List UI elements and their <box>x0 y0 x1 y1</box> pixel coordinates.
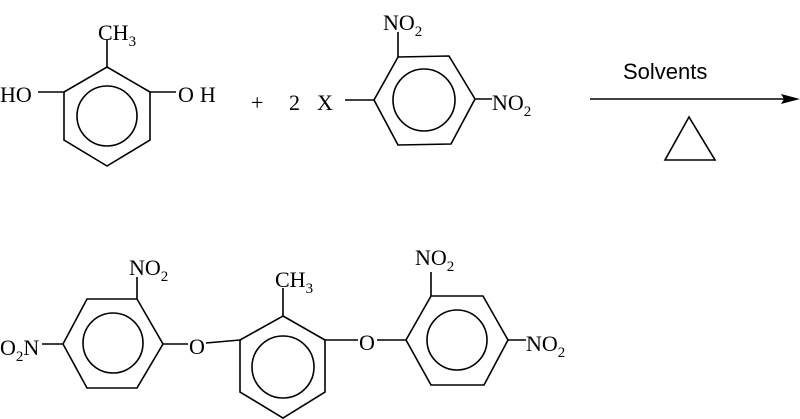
leaving-group-label: X <box>317 90 333 115</box>
ether-left-bond-b <box>205 339 241 344</box>
ether-right-label: O <box>359 330 375 355</box>
left-nitro-ortho-label: NO2 <box>129 255 168 285</box>
right-nitro-para-label: NO2 <box>526 331 565 361</box>
product: O2N NO2 O CH3 O NO2 NO2 <box>0 245 565 419</box>
solvents-label: Solvents <box>623 59 707 84</box>
reaction-arrow: Solvents <box>590 59 800 161</box>
nitro-right-label: NO2 <box>492 90 531 120</box>
right-nitro-ortho-label: NO2 <box>415 245 454 275</box>
central-aromatic-circle <box>251 335 315 399</box>
methyl-label: CH3 <box>275 267 313 297</box>
aromatic-circle <box>76 85 138 147</box>
nitro-top-label: NO2 <box>383 10 422 40</box>
hydroxyl-right-label: OH <box>178 82 222 107</box>
left-nitro-para-label: O2N <box>0 335 39 365</box>
methyl-label: CH3 <box>98 20 136 50</box>
arrow-head-icon <box>781 94 800 104</box>
reactant-2: 2 X NO2 NO2 <box>289 10 531 146</box>
ether-left-label: O <box>189 334 205 359</box>
aromatic-circle <box>392 68 456 132</box>
hydroxyl-left-label: HO <box>0 82 32 107</box>
plus-sign: + <box>251 90 263 115</box>
heat-triangle-icon <box>663 115 717 161</box>
left-aromatic-circle <box>82 312 144 374</box>
coefficient-label: 2 <box>289 90 300 115</box>
right-aromatic-circle <box>426 309 488 371</box>
reactant-1: CH3 HO OH <box>0 20 222 167</box>
